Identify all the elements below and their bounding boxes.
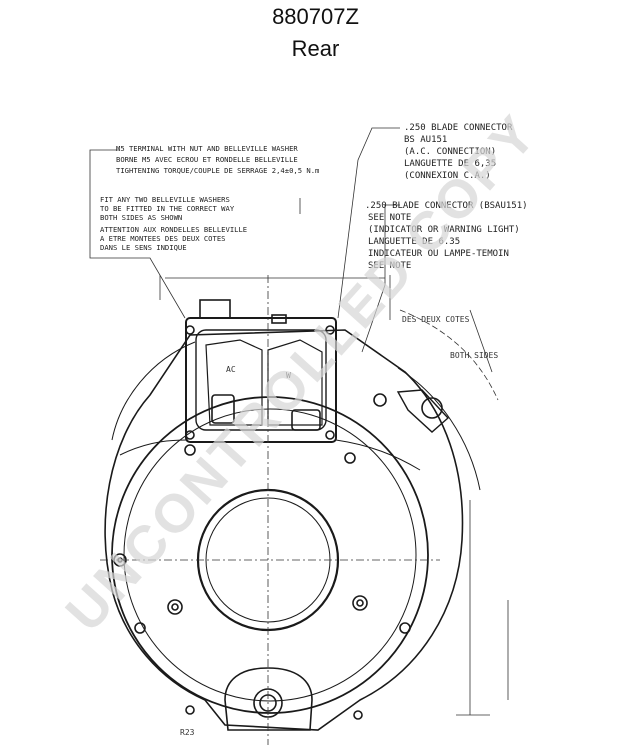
terminal-w-label: W bbox=[286, 371, 291, 380]
note-right-a-0: .250 BLADE CONNECTOR bbox=[404, 123, 513, 133]
note-right-a-3: LANGUETTE DE 6,35 bbox=[404, 159, 496, 169]
note-right-a-2: (A.C. CONNECTION) bbox=[404, 147, 496, 157]
note-right-b-3: LANGUETTE DE 6.35 bbox=[368, 237, 460, 247]
note-left-7: A ETRE MONTEES DES DEUX COTES bbox=[100, 234, 226, 243]
note-right-b-2: (INDICATOR OR WARNING LIGHT) bbox=[368, 225, 520, 235]
note-right-a-1: BS AU151 bbox=[404, 135, 447, 145]
drawing-number-title: 880707Z bbox=[272, 4, 359, 29]
right-notes-ac: .250 BLADE CONNECTOR BS AU151 (A.C. CONN… bbox=[404, 123, 513, 181]
uncontrolled-copy-watermark: UNCONTROLLED COPY bbox=[55, 103, 549, 643]
note-left-3: FIT ANY TWO BELLEVILLE WASHERS bbox=[100, 195, 230, 204]
view-subtitle: Rear bbox=[291, 36, 340, 61]
label-both-sides-fr: DES DEUX COTES bbox=[402, 315, 470, 324]
housing-outline bbox=[104, 329, 464, 731]
note-right-a-4: (CONNEXION C.A.) bbox=[404, 171, 491, 181]
rear-face-circle bbox=[111, 396, 429, 714]
left-notes: M5 TERMINAL WITH NUT AND BELLEVILLE WASH… bbox=[100, 144, 319, 252]
note-left-6: ATTENTION AUX RONDELLES BELLEVILLE bbox=[100, 225, 247, 234]
mounting-lug bbox=[224, 667, 313, 731]
label-both-sides: BOTH SIDES bbox=[450, 351, 498, 360]
note-left-0: M5 TERMINAL WITH NUT AND BELLEVILLE WASH… bbox=[116, 144, 298, 153]
note-right-b-5: SEE NOTE bbox=[368, 261, 411, 271]
terminal-ac-label: AC bbox=[226, 365, 236, 374]
note-right-b-0: .250 BLADE CONNECTOR (BSAU151) bbox=[365, 201, 528, 211]
note-left-4: TO BE FITTED IN THE CORRECT WAY bbox=[100, 204, 235, 213]
note-left-1: BORNE M5 AVEC ECROU ET RONDELLE BELLEVIL… bbox=[116, 155, 298, 164]
right-notes-warning: .250 BLADE CONNECTOR (BSAU151) SEE NOTE … bbox=[365, 201, 528, 271]
note-left-5: BOTH SIDES AS SHOWN bbox=[100, 213, 182, 222]
side-connector bbox=[396, 389, 450, 433]
note-right-b-4: INDICATEUR OU LAMPE-TEMOIN bbox=[368, 249, 509, 259]
terminal-box bbox=[185, 317, 337, 443]
drawing-code: R23 bbox=[180, 728, 195, 737]
note-right-b-1: SEE NOTE bbox=[368, 213, 411, 223]
note-left-2: TIGHTENING TORQUE/COUPLE DE SERRAGE 2,4±… bbox=[116, 166, 319, 175]
note-left-8: DANS LE SENS INDIQUE bbox=[100, 243, 187, 252]
